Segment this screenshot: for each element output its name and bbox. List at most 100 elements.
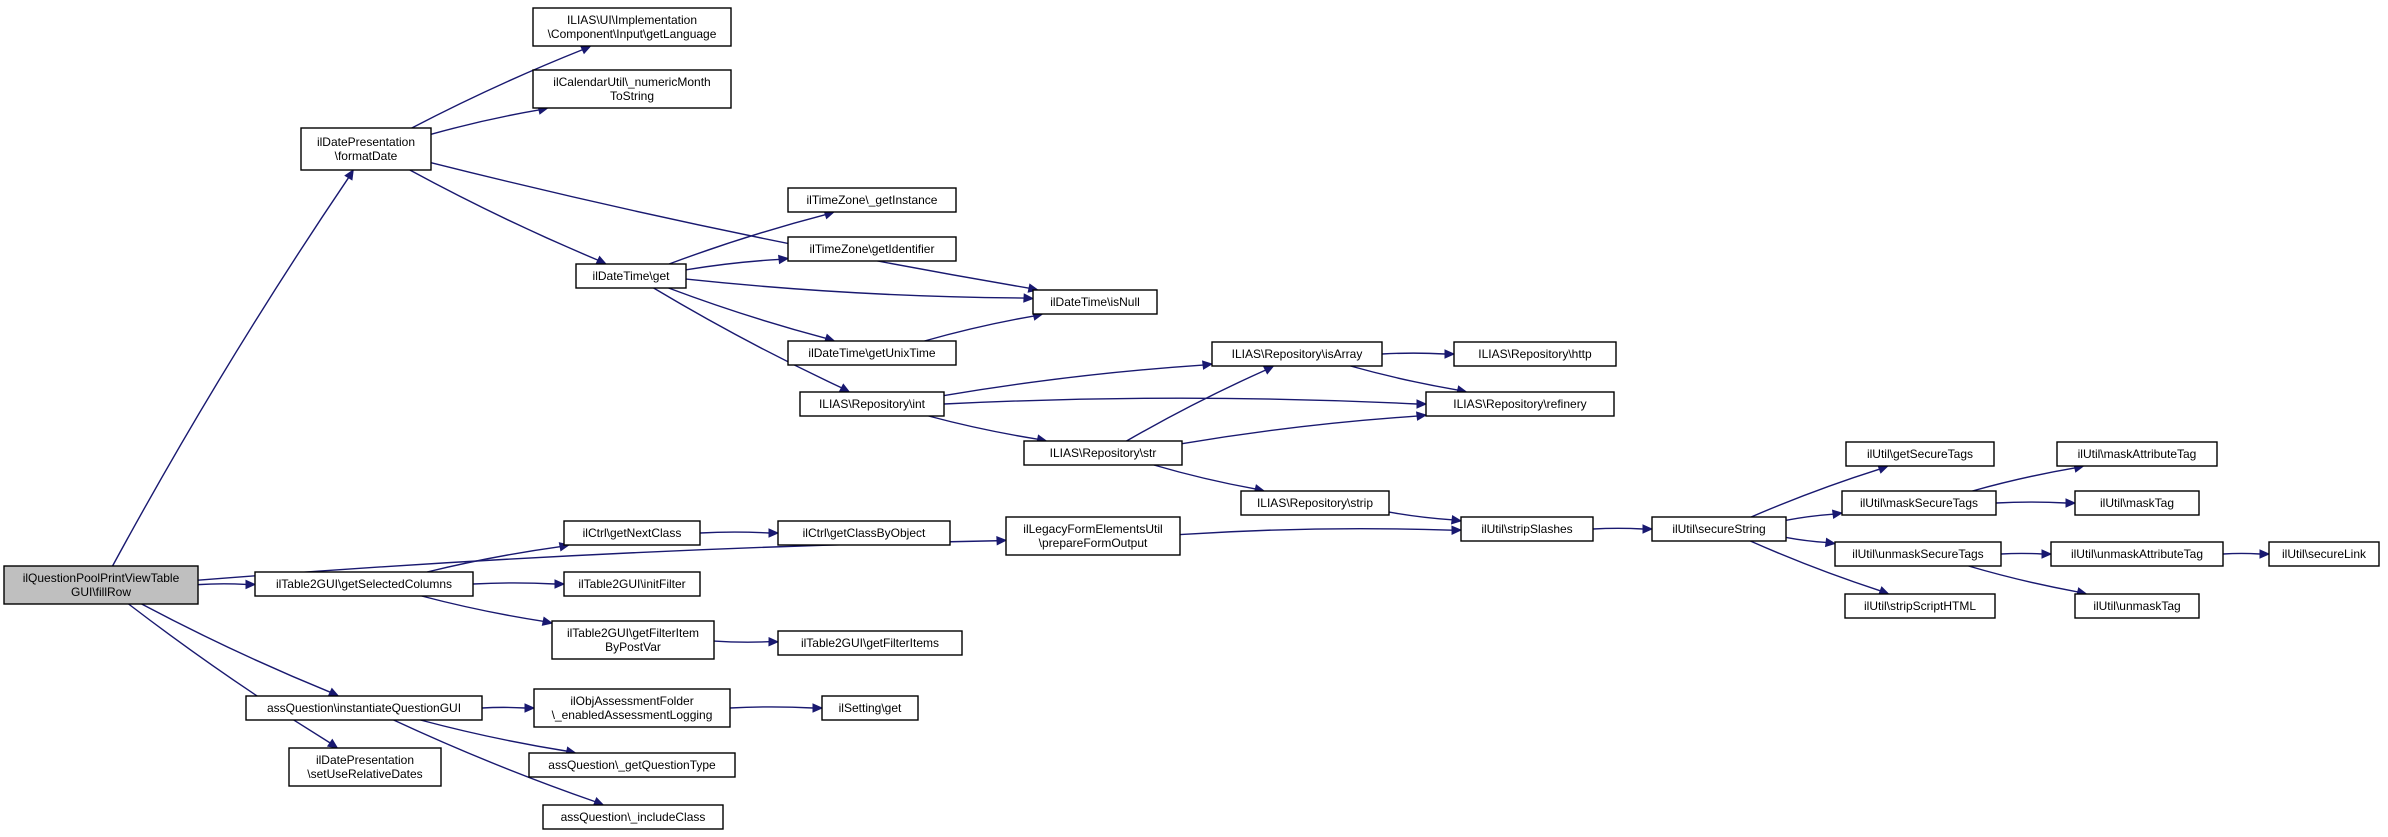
node-label: \_enabledAssessmentLogging bbox=[552, 708, 713, 722]
node-label: assQuestion\instantiateQuestionGUI bbox=[267, 701, 461, 715]
arrowhead-icon bbox=[768, 528, 780, 538]
node-label: ilTimeZone\_getInstance bbox=[807, 193, 938, 207]
node-box bbox=[575, 263, 687, 289]
graph-node-repoStr[interactable]: ILIAS\Repository\str bbox=[1023, 440, 1183, 466]
node-label: ToString bbox=[610, 89, 654, 103]
call-edge-unmaskSecureTags-to-unmaskAttributeTag bbox=[2000, 549, 2053, 559]
graph-node-repoIsArray[interactable]: ILIAS\Repository\isArray bbox=[1211, 341, 1383, 367]
graph-node-setRelativeDates[interactable]: ilDatePresentation\setUseRelativeDates bbox=[288, 747, 442, 787]
arrowhead-icon bbox=[1202, 360, 1214, 370]
graph-node-ctrlGetClassByObject[interactable]: ilCtrl\getClassByObject bbox=[777, 520, 951, 546]
node-label: ilUtil\maskTag bbox=[2100, 496, 2174, 510]
node-box bbox=[821, 695, 919, 721]
graph-node-dtIsNull[interactable]: ilDateTime\isNull bbox=[1032, 289, 1158, 315]
node-label: ILIAS\Repository\strip bbox=[1257, 496, 1373, 510]
edge-line bbox=[928, 415, 1038, 440]
node-label: ilLegacyFormElementsUtil bbox=[1023, 522, 1162, 536]
graph-node-ctrlGetNextClass[interactable]: ilCtrl\getNextClass bbox=[563, 520, 701, 546]
graph-node-unmaskTag[interactable]: ilUtil\unmaskTag bbox=[2074, 593, 2200, 619]
call-edge-secureString-to-unmaskSecureTags bbox=[1785, 536, 1837, 548]
arrowhead-icon bbox=[996, 536, 1008, 546]
edge-line bbox=[111, 177, 350, 567]
node-label: \formatDate bbox=[335, 149, 398, 163]
graph-node-unmaskAttributeTag[interactable]: ilUtil\unmaskAttributeTag bbox=[2050, 541, 2224, 567]
node-label: ILIAS\Repository\http bbox=[1478, 347, 1592, 361]
call-edges bbox=[111, 45, 2271, 806]
edge-line bbox=[1785, 536, 1827, 544]
arrowhead-icon bbox=[838, 383, 851, 393]
edge-line bbox=[699, 531, 770, 534]
node-label: ilDatePresentation bbox=[316, 753, 414, 767]
graph-node-getQuestionType[interactable]: assQuestion\_getQuestionType bbox=[528, 752, 736, 778]
graph-node-maskSecureTags[interactable]: ilUtil\maskSecureTags bbox=[1841, 490, 1997, 516]
node-label: ilUtil\stripScriptHTML bbox=[1864, 599, 1976, 613]
graph-node-dtGet[interactable]: ilDateTime\get bbox=[575, 263, 687, 289]
node-label: ilTable2GUI\getSelectedColumns bbox=[276, 577, 452, 591]
graph-node-maskTag[interactable]: ilUtil\maskTag bbox=[2074, 490, 2200, 516]
graph-node-dtGetUnixTime[interactable]: ilDateTime\getUnixTime bbox=[787, 340, 957, 366]
graph-node-uiGetLanguage[interactable]: ILIAS\UI\Implementation\Component\Input\… bbox=[532, 7, 732, 47]
graph-node-secureString[interactable]: ilUtil\secureString bbox=[1651, 516, 1787, 542]
call-edge-unmaskAttributeTag-to-secureLink bbox=[2222, 549, 2271, 559]
graph-node-tblSelCols[interactable]: ilTable2GUI\getSelectedColumns bbox=[254, 571, 474, 597]
graph-node-secureLink[interactable]: ilUtil\secureLink bbox=[2268, 541, 2380, 567]
node-label: ilDateTime\get bbox=[593, 269, 671, 283]
graph-node-objAssessFolder[interactable]: ilObjAssessmentFolder\_enabledAssessment… bbox=[533, 688, 731, 728]
node-label: ILIAS\Repository\isArray bbox=[1232, 347, 1363, 361]
node-label: ilDatePresentation bbox=[317, 135, 415, 149]
call-edge-repoStr-to-repoIsArray bbox=[1126, 365, 1275, 442]
graph-node-legacyForm[interactable]: ilLegacyFormElementsUtil\prepareFormOutp… bbox=[1005, 516, 1181, 556]
edge-line bbox=[2000, 552, 2043, 555]
arrowhead-icon bbox=[1416, 399, 1428, 409]
graph-node-repoRefinery[interactable]: ILIAS\Repository\refinery bbox=[1425, 391, 1615, 417]
node-label: ilObjAssessmentFolder bbox=[570, 694, 693, 708]
node-box bbox=[777, 520, 951, 546]
graph-node-stripScriptHTML[interactable]: ilUtil\stripScriptHTML bbox=[1844, 593, 1996, 619]
graph-node-stripSlashes[interactable]: ilUtil\stripSlashes bbox=[1460, 516, 1594, 542]
node-box bbox=[2268, 541, 2380, 567]
arrowhead-icon bbox=[524, 703, 536, 713]
node-box bbox=[288, 747, 442, 787]
call-edge-formatDate-to-dtGet bbox=[409, 169, 608, 265]
arrowhead-icon bbox=[1450, 515, 1463, 525]
edge-line bbox=[1126, 369, 1266, 442]
node-label: GUI\fillRow bbox=[71, 585, 131, 599]
graph-node-instQuestionGUI[interactable]: assQuestion\instantiateQuestionGUI bbox=[245, 695, 483, 721]
call-edge-unmaskSecureTags-to-unmaskTag bbox=[1968, 565, 2088, 597]
node-label: ILIAS\Repository\refinery bbox=[1453, 397, 1586, 411]
graph-node-tzGetInstance[interactable]: ilTimeZone\_getInstance bbox=[787, 187, 957, 213]
graph-node-getSecureTags[interactable]: ilUtil\getSecureTags bbox=[1845, 441, 1995, 467]
arrowhead-icon bbox=[2259, 549, 2271, 559]
call-edge-tblFilterItemByPost-to-tblGetFilterItems bbox=[713, 636, 780, 647]
node-box bbox=[3, 565, 199, 605]
edge-line bbox=[729, 706, 814, 709]
call-edge-repoStr-to-repoStrip bbox=[1153, 464, 1266, 494]
graph-node-tblInitFilter[interactable]: ilTable2GUI\initFilter bbox=[563, 571, 701, 597]
graph-node-settingGet[interactable]: ilSetting\get bbox=[821, 695, 919, 721]
edge-line bbox=[685, 278, 1025, 299]
graph-node-tblGetFilterItems[interactable]: ilTable2GUI\getFilterItems bbox=[777, 630, 963, 656]
node-label: ilSetting\get bbox=[839, 701, 902, 715]
graph-node-repoInt[interactable]: ILIAS\Repository\int bbox=[799, 391, 945, 417]
graph-node-repoHttp[interactable]: ILIAS\Repository\http bbox=[1453, 341, 1617, 367]
edge-line bbox=[1350, 365, 1458, 391]
node-box bbox=[1844, 593, 1996, 619]
node-label: \Component\Input\getLanguage bbox=[548, 27, 717, 41]
graph-node-tzGetIdentifier[interactable]: ilTimeZone\getIdentifier bbox=[787, 236, 957, 262]
graph-node-includeClass[interactable]: assQuestion\_includeClass bbox=[542, 804, 724, 830]
call-edge-dtGet-to-dtGetUnixTime bbox=[668, 287, 836, 343]
graph-node-repoStrip[interactable]: ILIAS\Repository\strip bbox=[1240, 490, 1390, 516]
edge-line bbox=[430, 161, 1030, 289]
graph-node-unmaskSecureTags[interactable]: ilUtil\unmaskSecureTags bbox=[1834, 541, 2002, 567]
edge-line bbox=[924, 315, 1034, 342]
graph-node-formatDate[interactable]: ilDatePresentation\formatDate bbox=[300, 127, 432, 171]
graph-node-maskAttributeTag[interactable]: ilUtil\maskAttributeTag bbox=[2056, 441, 2218, 467]
node-box bbox=[1845, 441, 1995, 467]
call-edge-formatDate-to-dtIsNull bbox=[430, 161, 1040, 293]
call-edge-legacyForm-to-stripSlashes bbox=[1179, 525, 1463, 536]
node-box bbox=[1834, 541, 2002, 567]
